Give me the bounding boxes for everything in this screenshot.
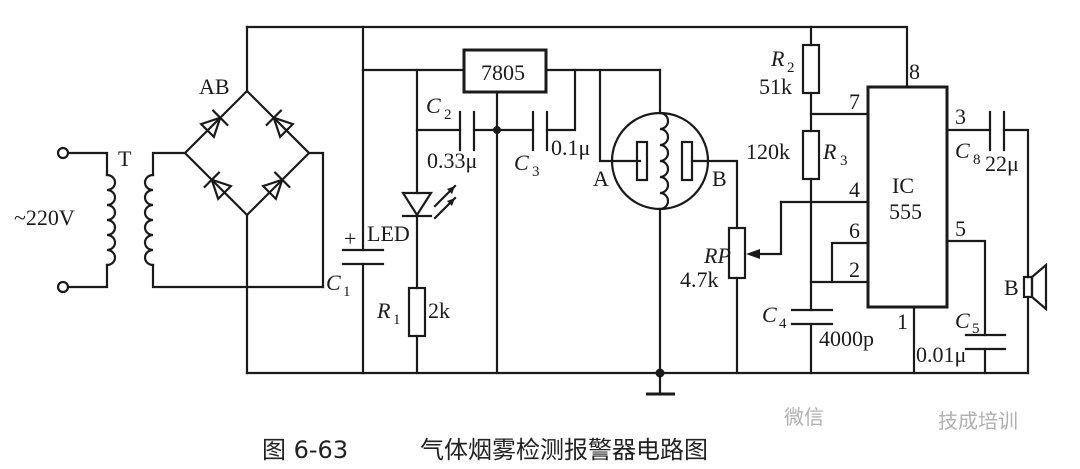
ac-input: ~220V T — [14, 146, 325, 294]
transformer-primary — [105, 173, 117, 267]
c8-value: 22μ — [985, 151, 1019, 176]
timing-network: R 2 51k 120k R 3 C 4 4000p — [746, 25, 874, 375]
r2-value: 51k — [759, 74, 792, 99]
resistor-r2 — [801, 43, 821, 95]
c2-sub: 2 — [444, 107, 452, 123]
potentiometer-rp: RP 4.7k — [680, 200, 783, 375]
ic-pin-8: 8 — [909, 59, 920, 84]
resistor-r3 — [801, 129, 821, 181]
rp-value: 4.7k — [680, 267, 719, 292]
r3-name: R — [822, 139, 837, 164]
watermark-platform: 微信 — [784, 405, 824, 429]
capacitor-c2-c3: C 2 0.33μ C 3 0.1μ — [415, 68, 590, 180]
led-label: LED — [367, 221, 410, 246]
r1-sub: 1 — [393, 312, 401, 328]
c4-value: 4000p — [819, 326, 874, 351]
gas-sensor: A B — [593, 68, 739, 375]
c4-name: C — [762, 302, 777, 327]
c2-name: C — [426, 93, 441, 118]
ic-pin-1: 1 — [897, 309, 908, 334]
ground-icon — [646, 368, 675, 396]
transformer-secondary — [143, 173, 155, 267]
ic-pin-3: 3 — [955, 104, 966, 129]
c5-value: 0.01μ — [916, 342, 966, 367]
heater-coil-icon — [658, 111, 670, 211]
c5-name: C — [955, 308, 970, 333]
c4-sub: 4 — [779, 316, 787, 332]
ic-label-line1: IC — [892, 173, 914, 198]
top-rail — [245, 25, 909, 87]
led-icon — [400, 191, 434, 218]
input-terminal-bottom — [56, 280, 70, 294]
capacitor-c1: + C 1 — [326, 68, 385, 375]
output-stage: C 8 22μ B — [945, 110, 1048, 375]
diode-icon — [199, 109, 229, 139]
bridge-rectifier: AB — [183, 25, 325, 375]
diode-icon — [265, 109, 295, 139]
c5-sub: 5 — [972, 321, 980, 337]
led-branch: LED R 1 2k — [367, 68, 457, 375]
c8-sub: 8 — [973, 152, 981, 168]
resistor-r1 — [407, 286, 427, 338]
rp-name: RP — [703, 243, 731, 268]
c1-name: C — [326, 270, 341, 295]
bridge-label: AB — [199, 74, 230, 99]
transformer-label: T — [118, 146, 132, 171]
ic-pin-6: 6 — [849, 218, 860, 243]
diode-icon — [261, 171, 291, 201]
c1-polarity: + — [344, 226, 356, 251]
figure-number: 图 6-63 — [262, 436, 348, 464]
source-voltage-label: ~220V — [14, 205, 75, 230]
c3-sub: 3 — [532, 164, 540, 180]
c1-sub: 1 — [343, 284, 351, 300]
regulator-7805: 7805 — [361, 48, 662, 375]
r2-name: R — [770, 46, 785, 71]
watermark-account: 技成培训 — [938, 409, 1018, 433]
c3-value: 0.1μ — [551, 135, 590, 160]
r3-value: 120k — [746, 139, 790, 164]
r3-sub: 3 — [840, 153, 848, 169]
capacitor-c5: C 5 0.01μ — [916, 239, 1007, 375]
regulator-label: 7805 — [481, 60, 525, 85]
speaker-label: B — [1004, 275, 1019, 300]
ic-label-line2: 555 — [889, 199, 922, 224]
r2-sub: 2 — [787, 60, 795, 76]
ic-pin-5: 5 — [955, 216, 966, 241]
ic-pin-2: 2 — [849, 257, 860, 282]
input-terminal-top — [56, 146, 70, 160]
sensor-pin-b: B — [712, 166, 727, 191]
c2-value: 0.33μ — [427, 148, 477, 173]
c3-name: C — [514, 150, 529, 175]
diode-icon — [203, 171, 233, 201]
ic-pin-4: 4 — [849, 177, 860, 202]
sensor-pin-a: A — [593, 166, 609, 191]
r1-value: 2k — [428, 298, 450, 323]
c8-name: C — [955, 138, 970, 163]
figure-title: 气体烟雾检测报警器电路图 — [420, 436, 708, 464]
ic-555: IC 555 8 7 4 6 2 1 3 5 — [849, 59, 966, 375]
ic-pin-7: 7 — [849, 89, 860, 114]
r1-name: R — [376, 298, 391, 323]
